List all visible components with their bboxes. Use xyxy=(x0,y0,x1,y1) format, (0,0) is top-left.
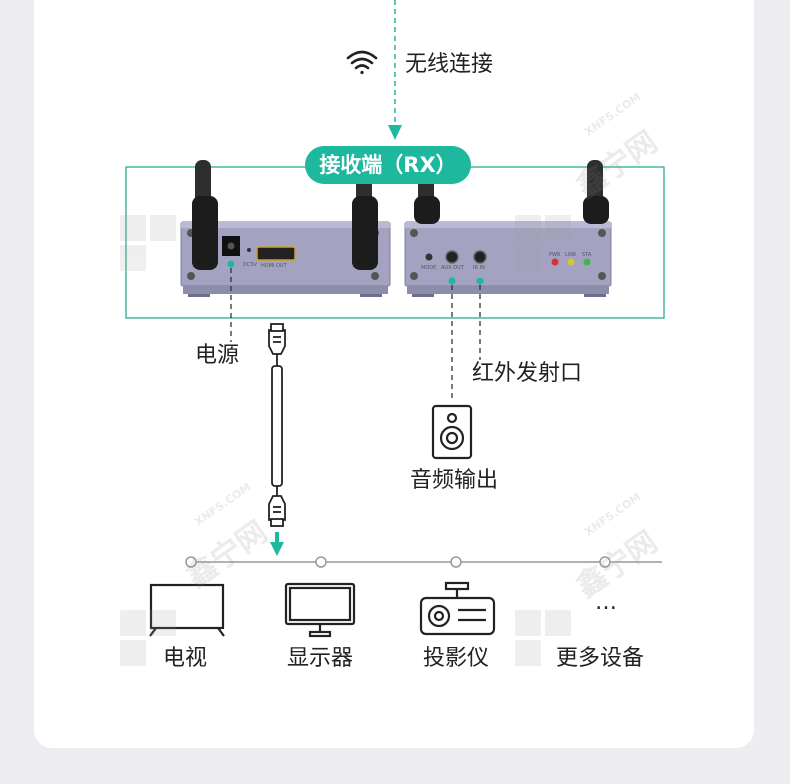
hdmi-cable-icon xyxy=(268,323,286,527)
tv-icon xyxy=(149,583,225,637)
monitor-icon xyxy=(284,582,356,638)
mode-label: MODE xyxy=(421,265,437,271)
wifi-icon xyxy=(346,50,378,75)
device-label-monitor: 显示器 xyxy=(287,646,354,671)
hdmi-arrow-icon xyxy=(270,542,284,556)
ir-in-label: IR IN xyxy=(473,265,485,271)
projector-icon xyxy=(419,581,496,636)
sta-label: STA xyxy=(582,252,592,258)
pwr-label: PWR xyxy=(549,252,561,258)
ir-label: 红外发射口 xyxy=(472,361,583,386)
device-label-tv: 电视 xyxy=(163,646,208,671)
audio-label: 音频输出 xyxy=(410,468,499,493)
ellipsis-icon: … xyxy=(595,590,619,615)
speaker-icon xyxy=(431,404,473,460)
device-label-more: 更多设备 xyxy=(556,646,645,671)
content-card xyxy=(34,0,754,748)
device-label-projector: 投影仪 xyxy=(423,646,490,671)
antenna-left-1 xyxy=(192,160,218,270)
rx-unit-back xyxy=(404,221,612,297)
antenna-right-2 xyxy=(583,160,609,224)
wireless-label: 无线连接 xyxy=(405,52,494,77)
hdmi-out-label: HDMI OUT xyxy=(261,263,287,269)
link-label: LINK xyxy=(565,252,577,258)
power-label: 电源 xyxy=(195,343,240,368)
wireless-arrow-icon xyxy=(388,125,402,140)
aux-out-label: AUX OUT xyxy=(441,265,464,271)
receiver-badge: 接收端（RX） xyxy=(305,146,471,184)
dc-label: DC5V xyxy=(243,262,257,268)
